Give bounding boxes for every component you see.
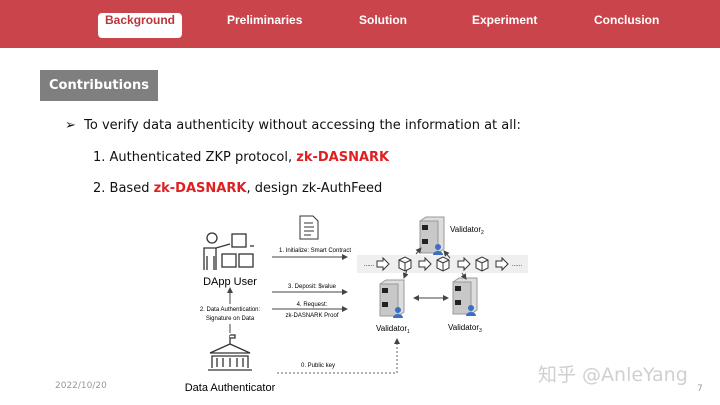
highlight: zk-DASNARK xyxy=(296,150,390,165)
item-1: 1. Authenticated ZKP protocol, zk-DASNAR… xyxy=(93,150,389,165)
tab-solution[interactable]: Solution xyxy=(359,13,407,27)
tab-preliminaries[interactable]: Preliminaries xyxy=(227,13,303,27)
block-arrow-icon xyxy=(376,256,390,272)
item-text: , design zk-AuthFeed xyxy=(246,181,383,196)
page-number: 7 xyxy=(697,384,703,394)
validator-2-label: Validator2 xyxy=(450,225,484,236)
arrow xyxy=(443,250,451,259)
footer-date: 2022/10/20 xyxy=(55,381,107,391)
section-title: Contributions xyxy=(40,70,158,101)
step2-label: 2. Data Authentication: xyxy=(200,307,261,313)
tab-experiment[interactable]: Experiment xyxy=(472,13,538,27)
architecture-diagram: DApp User 1. Initialize: Smart Contract … xyxy=(185,215,528,394)
step3-label: 3. Deposit: $value xyxy=(288,284,337,290)
tab-background[interactable]: Background xyxy=(98,13,183,38)
step0-label: 0. Public key xyxy=(301,363,335,369)
step4-label: 4. Request: xyxy=(297,302,328,308)
tab-conclusion[interactable]: Conclusion xyxy=(594,13,660,27)
arrow-step0 xyxy=(277,338,400,374)
chain-dots: ...... xyxy=(512,262,522,268)
nav-bar: Background Preliminaries Solution Experi… xyxy=(0,0,720,48)
step1-label: 1. Initialize: Smart Contract xyxy=(279,248,351,254)
validator-3-label: Validator3 xyxy=(448,323,482,334)
validator-1-label: Validator1 xyxy=(376,324,410,335)
user-label: DApp User xyxy=(203,276,257,288)
block-arrow-icon xyxy=(418,256,432,272)
bullet-text: To verify data authenticity without acce… xyxy=(84,118,521,133)
bullet-line: ➢ To verify data authenticity without ac… xyxy=(65,118,521,133)
bullet-arrow-icon: ➢ xyxy=(65,118,85,133)
user-icon xyxy=(203,232,254,270)
item-text: 1. Authenticated ZKP protocol, xyxy=(93,150,297,165)
block-cube-icon xyxy=(398,256,412,272)
validator-server-icon xyxy=(419,216,445,255)
chain-dots: ...... xyxy=(364,262,374,268)
authenticator-label: Data Authenticator xyxy=(185,382,276,394)
blockchain xyxy=(376,256,509,272)
block-cube-icon xyxy=(475,256,489,272)
authenticator-building-icon xyxy=(208,334,252,371)
step2-label-2: Signature on Data xyxy=(206,316,255,322)
block-arrow-icon xyxy=(495,256,509,272)
arrow xyxy=(415,247,422,255)
item-2: 2. Based zk-DASNARK, design zk-AuthFeed xyxy=(93,181,382,196)
item-text: 2. Based xyxy=(93,181,154,196)
highlight: zk-DASNARK xyxy=(153,181,247,196)
arrow xyxy=(460,272,467,280)
validator-server-icon xyxy=(452,277,478,316)
step4-label-2: zk-DASNARK Proof xyxy=(285,313,338,319)
validator-server-icon xyxy=(379,279,405,318)
arrow xyxy=(402,269,409,279)
document-icon xyxy=(299,215,319,240)
block-cube-icon xyxy=(436,256,450,272)
watermark: 知乎 @AnleYang xyxy=(538,364,688,386)
block-arrow-icon xyxy=(457,256,471,272)
